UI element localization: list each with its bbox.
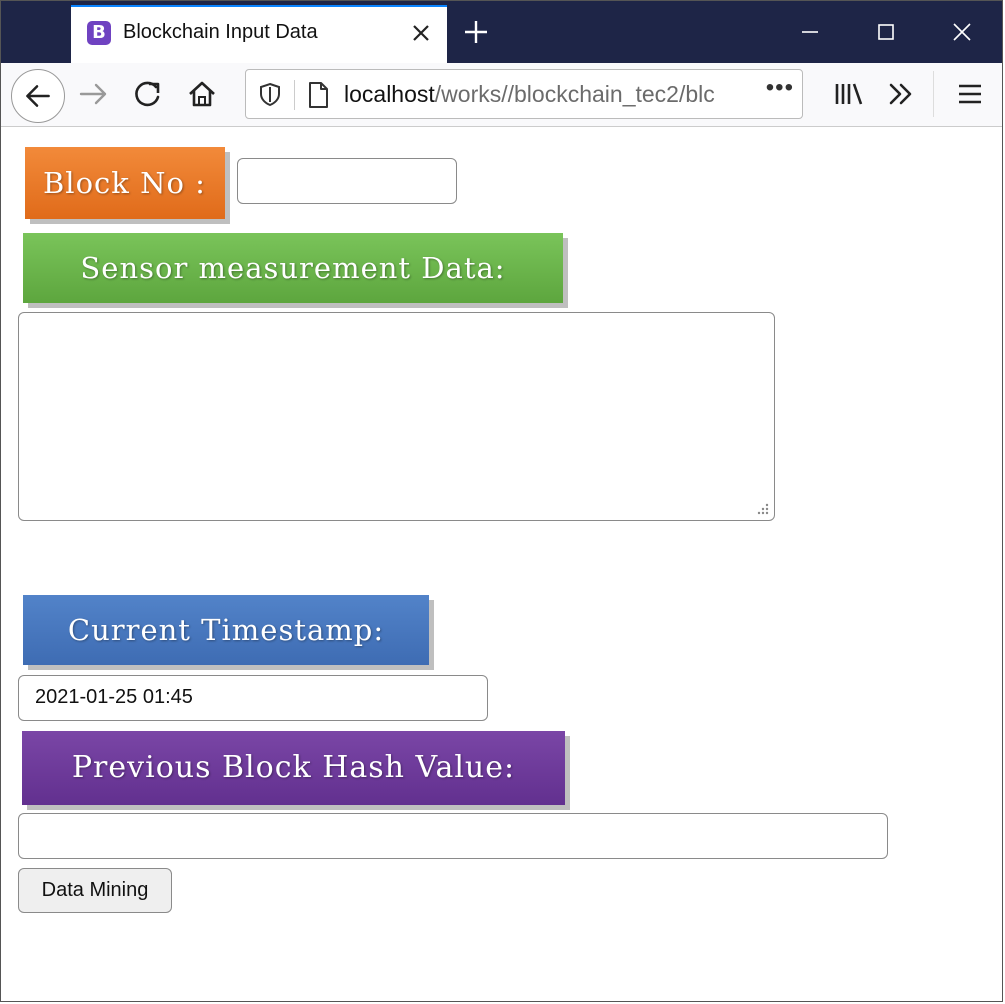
tab-title: Blockchain Input Data: [123, 21, 318, 43]
divider: [294, 80, 295, 110]
close-window-icon[interactable]: [945, 15, 979, 49]
bootstrap-favicon-icon: B: [87, 21, 111, 45]
page-actions-button[interactable]: •••: [765, 74, 794, 101]
back-arrow-icon[interactable]: [11, 69, 65, 123]
url-path: /works//blockchain_tec2/blc: [434, 81, 715, 107]
url-text[interactable]: localhost/works//blockchain_tec2/blc: [344, 81, 715, 108]
shield-icon[interactable]: [256, 80, 284, 108]
resize-grip-icon[interactable]: [755, 501, 769, 515]
library-icon[interactable]: [825, 71, 871, 117]
overflow-chevron-icon[interactable]: [879, 71, 925, 117]
title-bar: B Blockchain Input Data: [1, 1, 1002, 63]
minimize-icon[interactable]: [793, 15, 827, 49]
navigation-toolbar: localhost/works//blockchain_tec2/blc •••: [1, 63, 1002, 127]
home-icon[interactable]: [179, 71, 225, 117]
timestamp-label: Current Timestamp:: [23, 595, 429, 665]
block-no-label: Block No :: [25, 147, 225, 219]
timestamp-input[interactable]: 2021-01-25 01:45: [18, 675, 488, 721]
forward-arrow-icon[interactable]: [71, 71, 117, 117]
url-host: localhost: [344, 81, 435, 107]
hamburger-menu-icon[interactable]: [947, 71, 993, 117]
toolbar-divider: [933, 71, 934, 117]
prev-hash-label: Previous Block Hash Value:: [22, 731, 565, 805]
plus-icon[interactable]: [459, 15, 493, 49]
close-tab-icon[interactable]: [407, 19, 435, 47]
page-icon[interactable]: [304, 80, 332, 110]
block-no-input[interactable]: [237, 158, 457, 204]
data-mining-button[interactable]: Data Mining: [18, 868, 172, 913]
sensor-data-label: Sensor measurement Data:: [23, 233, 563, 303]
url-bar[interactable]: localhost/works//blockchain_tec2/blc •••: [245, 69, 803, 119]
page-content: Block No : Sensor measurement Data: Curr…: [1, 127, 1002, 1001]
reload-icon[interactable]: [125, 71, 171, 117]
sensor-data-textarea[interactable]: [18, 312, 775, 521]
maximize-icon[interactable]: [869, 15, 903, 49]
browser-tab[interactable]: B Blockchain Input Data: [71, 5, 447, 63]
prev-hash-input[interactable]: [18, 813, 888, 859]
